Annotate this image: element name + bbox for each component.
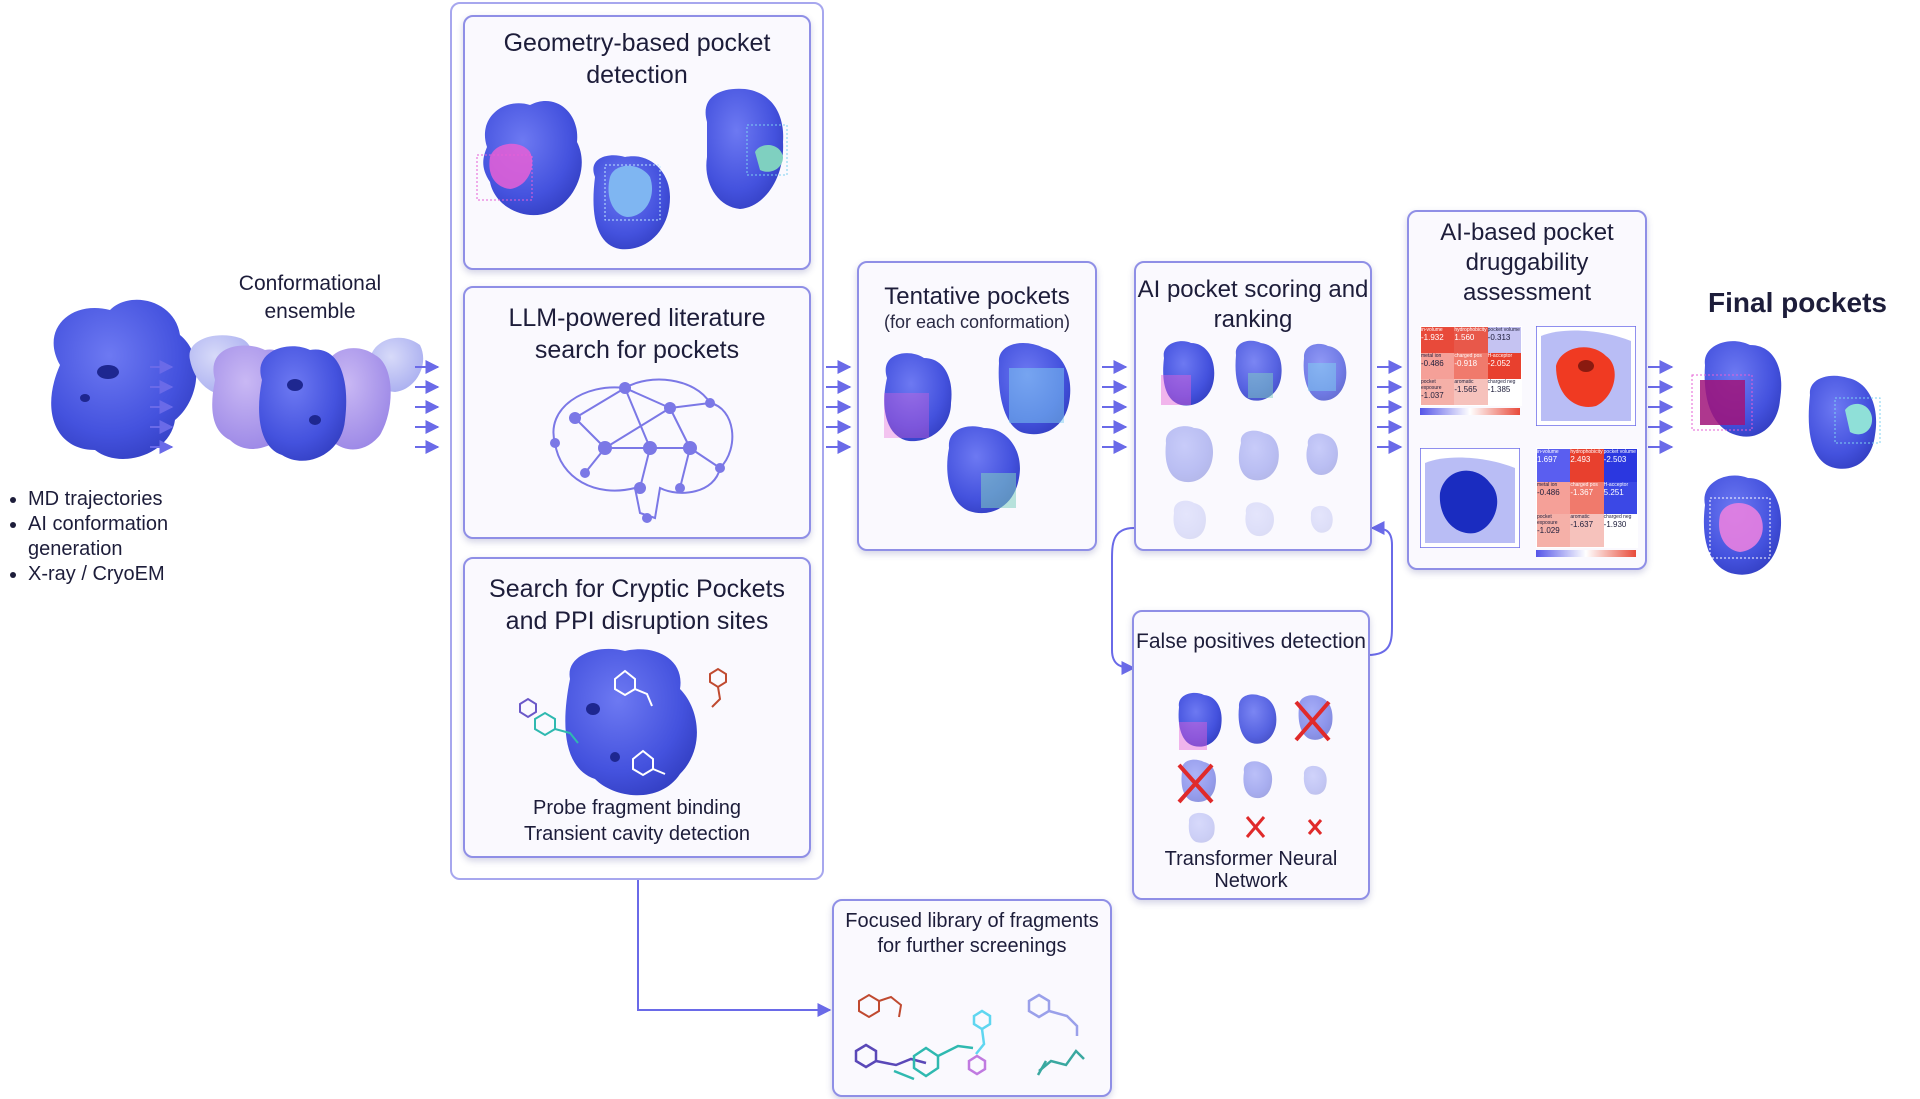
bullet-md: MD trajectories xyxy=(28,487,210,512)
llm-search-box: LLM-powered literature search for pocket… xyxy=(463,286,811,539)
cryptic-illustration xyxy=(519,648,727,796)
drug-cell: pocket exposure-1.029 xyxy=(1537,514,1571,547)
drug-cell: pocket volume-2.503 xyxy=(1603,449,1637,482)
drug-pocket-top xyxy=(1536,326,1636,426)
geometry-proteins xyxy=(476,88,788,250)
drug-cell: H-acceptor-2.052 xyxy=(1487,353,1521,379)
llm-title: LLM-powered literature search for pocket… xyxy=(508,304,766,364)
neural-brain-icon xyxy=(550,378,734,523)
drug-colorbar-top xyxy=(1420,408,1520,415)
geometry-detection-box: Geometry-based pocket detection xyxy=(463,15,811,270)
reject-x-icon-2 xyxy=(1177,763,1214,804)
false-pos-caption: Transformer Neural Network xyxy=(1164,848,1338,892)
drug-cell: pocket exposure-1.037 xyxy=(1421,379,1455,405)
reject-x-icon-1 xyxy=(1294,700,1331,742)
input-protein xyxy=(51,299,197,459)
druggability-box: AI-based pocket druggability assessment … xyxy=(1407,210,1647,570)
ensemble-label: Conformational ensemble xyxy=(238,272,382,323)
drug-cell: metal ion-0.486 xyxy=(1421,353,1455,379)
reject-x-icon-3 xyxy=(1245,816,1266,838)
cryptic-caption-1: Probe fragment binding xyxy=(533,797,741,819)
drug-cell: charged neg-1.930 xyxy=(1603,514,1637,547)
connector-falsepos-to-scoring xyxy=(1367,521,1393,656)
drug-cell: metal ion-0.486 xyxy=(1537,481,1571,515)
fragment-library-box: Focused library of fragments for further… xyxy=(832,899,1112,1097)
input-arrows xyxy=(150,360,1674,454)
drug-cell: aromatic-1.565 xyxy=(1454,379,1488,405)
cryptic-pockets-box: Search for Cryptic Pockets and PPI disru… xyxy=(463,557,811,858)
drug-cell: charged pos-1.367 xyxy=(1570,481,1604,515)
fragment-molecules xyxy=(854,993,1085,1081)
library-title: Focused library of fragments for further… xyxy=(845,910,1099,957)
bullet-ai: AI conformation generation xyxy=(28,512,210,562)
drug-cell: charged pos-0.918 xyxy=(1454,353,1488,379)
false-positives-box: False positives detection Transformer Ne… xyxy=(1132,610,1370,900)
false-positives-grid xyxy=(1177,692,1333,843)
input-sources-list: MD trajectories AI conformation generati… xyxy=(0,487,210,587)
druggability-title: AI-based pocket druggability assessment xyxy=(1440,219,1614,306)
ai-scoring-box: AI pocket scoring and ranking xyxy=(1134,261,1372,551)
scoring-grid xyxy=(1161,340,1347,540)
final-title: Final pockets xyxy=(1708,287,1887,318)
final-proteins xyxy=(1691,341,1881,575)
ensemble-proteins xyxy=(189,335,424,461)
false-pos-title: False positives detection xyxy=(1136,630,1366,653)
drug-cell: in-volume-1.932 xyxy=(1421,327,1455,353)
cryptic-caption-2: Transient cavity detection xyxy=(523,823,751,845)
scoring-title: AI pocket scoring and ranking xyxy=(1137,276,1369,333)
cryptic-title: Search for Cryptic Pockets and PPI disru… xyxy=(489,575,785,635)
tentative-proteins xyxy=(884,343,1071,514)
connector-cryptic-to-library xyxy=(637,858,832,1017)
bullet-xray: X-ray / CryoEM xyxy=(28,562,210,587)
drug-colorbar-bottom xyxy=(1536,550,1636,557)
drug-cell: pocket volume-0.313 xyxy=(1487,327,1521,353)
drug-cell: aromatic-1.637 xyxy=(1570,514,1604,547)
tentative-pockets-box: Tentative pockets (for each conformation… xyxy=(857,261,1097,551)
drug-pocket-bottom xyxy=(1420,448,1520,548)
drug-cell: charged neg-1.385 xyxy=(1487,379,1521,405)
reject-x-icon-4 xyxy=(1307,819,1323,835)
tentative-title: Tentative pockets xyxy=(884,283,1070,310)
tentative-subtitle: (for each conformation) xyxy=(883,312,1071,332)
geometry-title: Geometry-based pocket detection xyxy=(503,29,771,89)
connector-scoring-to-falsepos xyxy=(1111,527,1136,675)
